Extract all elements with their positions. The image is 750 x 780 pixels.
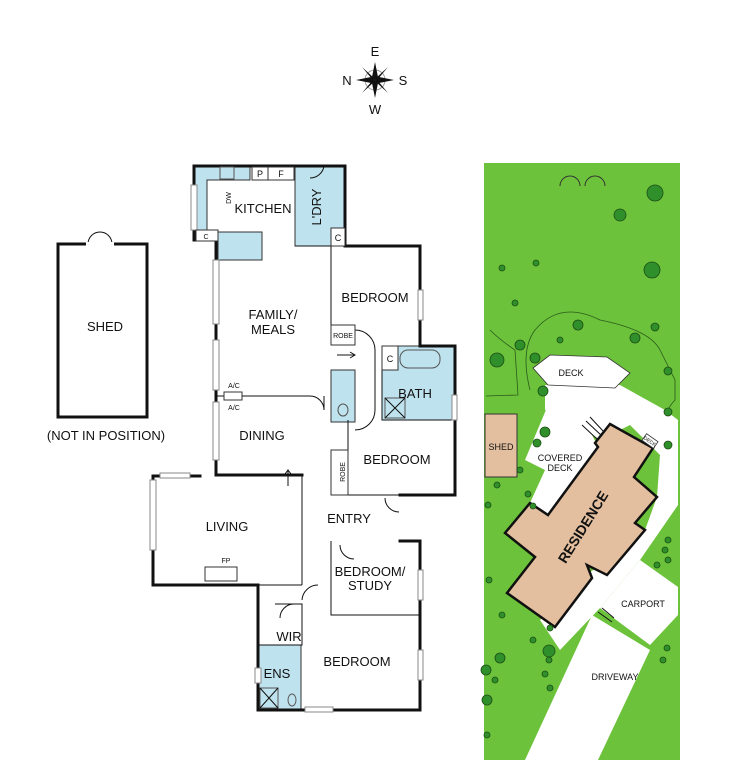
- tree-icon: [545, 656, 553, 664]
- shed-label: SHED: [87, 319, 123, 334]
- site-covered-deck-line1: COVERED: [538, 453, 583, 463]
- tree-icon: [663, 644, 671, 652]
- room-entry: ENTRY: [327, 511, 371, 526]
- wet-areas: [193, 165, 455, 711]
- room-bedroom-3: BEDROOM: [323, 654, 390, 669]
- site-driveway: [525, 615, 650, 760]
- dishwasher-label: DW: [226, 192, 233, 204]
- compass-east: E: [371, 44, 380, 59]
- tree-icon: [516, 466, 524, 474]
- room-robe-1: ROBE: [333, 333, 353, 340]
- site-carport-label: CARPORT: [621, 599, 665, 609]
- room-family-meals-line2: MEALS: [251, 322, 295, 337]
- room-bedroom-1: BEDROOM: [341, 290, 408, 305]
- tree-icon: [529, 502, 537, 510]
- shed-note: (NOT IN POSITION): [47, 428, 165, 443]
- tree-icon: [664, 556, 672, 564]
- room-labels: KITCHEN L'DRY FAMILY/ MEALS BEDROOM ROBE…: [206, 188, 432, 681]
- compass-south: S: [399, 73, 408, 88]
- tree-icon: [481, 694, 493, 706]
- fireplace-label: FP: [222, 558, 231, 565]
- fridge-label: F: [278, 169, 284, 179]
- tree-icon: [498, 611, 506, 619]
- tree-icon: [650, 322, 660, 332]
- tree-icon: [661, 546, 669, 554]
- tree-icon: [532, 259, 540, 267]
- room-study-line1: BEDROOM/: [335, 564, 406, 579]
- tree-icon: [529, 636, 537, 644]
- tree-icon: [572, 319, 584, 331]
- tree-icon: [663, 440, 673, 450]
- tree-icon: [537, 385, 549, 397]
- room-bath: BATH: [398, 386, 432, 401]
- room-robe-2: ROBE: [340, 462, 347, 482]
- site-driveway-label: DRIVEWAY: [591, 672, 638, 682]
- tree-icon: [539, 426, 551, 438]
- tree-icon: [494, 652, 506, 664]
- room-laundry: L'DRY: [309, 188, 324, 225]
- tree-icon: [546, 684, 554, 692]
- tree-icon: [556, 336, 564, 344]
- tree-icon: [511, 299, 519, 307]
- compass-rose-icon: E N S W: [342, 44, 407, 117]
- tree-icon: [498, 264, 506, 272]
- tree-icon: [532, 438, 542, 448]
- ac-label-bottom: A/C: [228, 405, 240, 412]
- pantry-label: P: [257, 169, 263, 179]
- tree-icon: [646, 184, 664, 202]
- tree-icon: [541, 670, 549, 678]
- compass-north: N: [342, 73, 351, 88]
- ac-label-top: A/C: [228, 383, 240, 390]
- tree-icon: [485, 576, 493, 584]
- site-deck-label: DECK: [558, 368, 583, 378]
- tree-icon: [663, 366, 673, 376]
- tree-icon: [524, 490, 532, 498]
- tree-icon: [493, 481, 501, 489]
- room-ensuite: ENS: [264, 666, 291, 681]
- site-covered-deck-line2: DECK: [547, 463, 572, 473]
- room-study-line2: STUDY: [348, 578, 392, 593]
- tree-icon: [653, 561, 661, 569]
- tree-icon: [542, 644, 556, 658]
- tree-icon: [664, 536, 672, 544]
- tree-icon: [529, 352, 541, 364]
- fixtures: P F DW C C C A/C A/C FP: [195, 166, 441, 709]
- room-family-meals-line1: FAMILY/: [249, 307, 298, 322]
- site-plan: DECK SHED COVERED DECK RESIDENCE DECK CA…: [480, 163, 680, 760]
- tree-icon: [663, 407, 673, 417]
- windows: [149, 184, 458, 713]
- shed-plan: SHED (NOT IN POSITION): [47, 231, 165, 443]
- tree-icon: [546, 624, 554, 632]
- laundry-cupboard-label: C: [335, 233, 342, 243]
- site-deck: [532, 354, 631, 389]
- tree-icon: [484, 501, 492, 509]
- trees: [480, 184, 673, 739]
- tree-icon: [480, 664, 492, 676]
- tree-icon: [613, 208, 627, 222]
- house-walls: [151, 164, 457, 712]
- site-carport: [600, 560, 678, 645]
- tree-icon: [489, 352, 505, 368]
- site-residence: [503, 422, 659, 629]
- site-shed: [484, 413, 518, 478]
- room-dining: DINING: [239, 428, 285, 443]
- bath-cupboard-label: C: [387, 354, 394, 364]
- room-living: LIVING: [206, 519, 249, 534]
- tree-icon: [491, 676, 499, 684]
- doors: [279, 165, 400, 619]
- room-wir: WIR: [276, 629, 301, 644]
- tree-icon: [659, 656, 667, 664]
- kitchen-cupboard-label: C: [203, 234, 208, 241]
- tree-icon: [643, 261, 661, 279]
- site-shed-label: SHED: [488, 442, 514, 452]
- tree-icon: [483, 731, 491, 739]
- compass-west: W: [369, 102, 382, 117]
- tree-icon: [514, 339, 526, 351]
- tree-icon: [629, 332, 641, 344]
- room-kitchen: KITCHEN: [234, 201, 291, 216]
- room-bedroom-2: BEDROOM: [363, 452, 430, 467]
